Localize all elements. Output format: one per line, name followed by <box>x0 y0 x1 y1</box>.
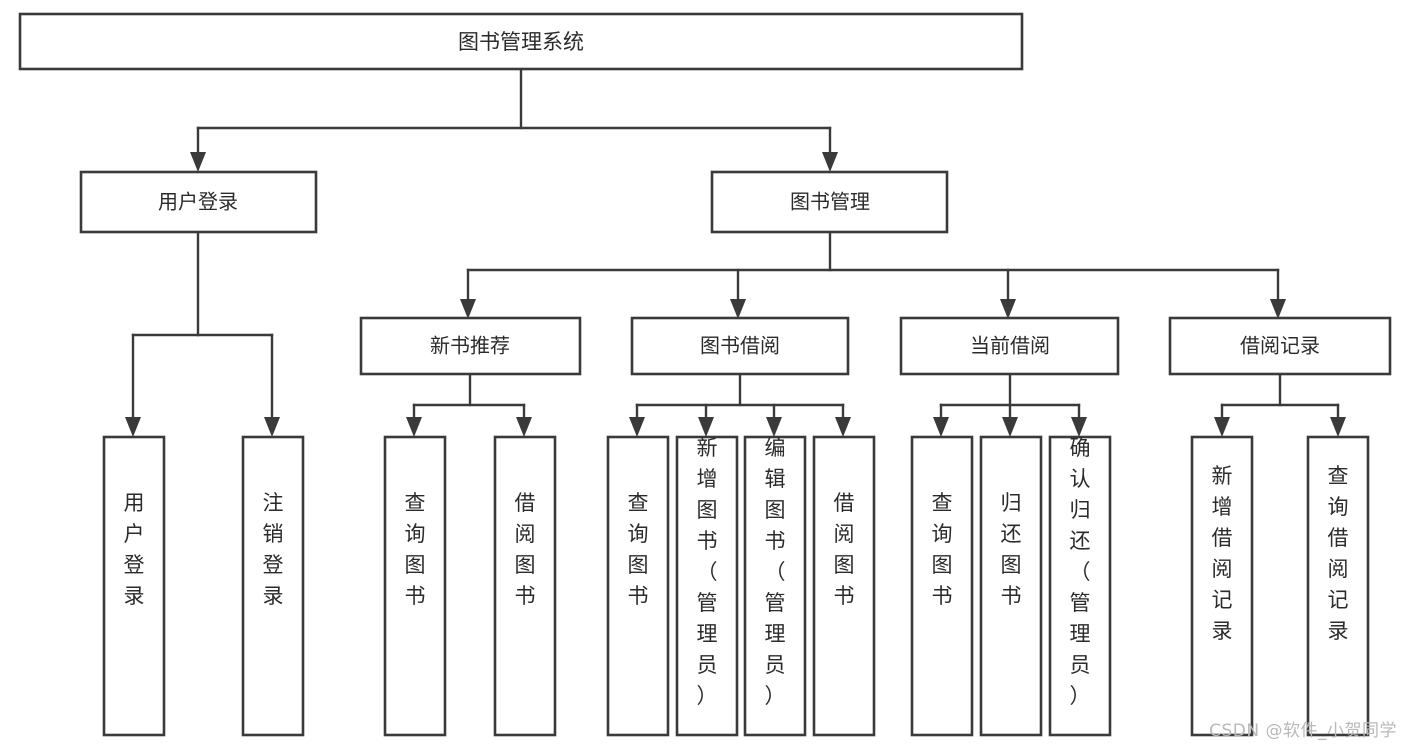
connector-group-book-borrow <box>629 372 851 437</box>
arrow-head-cb-leaf-1 <box>933 417 949 437</box>
leaf-node[interactable]: 确认归还（管理员） <box>1048 435 1112 737</box>
node-book-borrow-box[interactable] <box>630 316 850 376</box>
node-book-borrow[interactable]: 图书借阅 <box>630 316 850 376</box>
node-root-box[interactable] <box>18 12 1024 71</box>
node-user-login-label: 用户登录 <box>158 190 238 214</box>
connector-group-new-book <box>406 372 532 437</box>
node-current-borrow[interactable]: 当前借阅 <box>899 316 1120 376</box>
arrow-head-new-book <box>460 299 476 319</box>
node-new-book-recommend-label: 新书推荐 <box>430 334 510 358</box>
leaf-node[interactable]: 借阅图书 <box>493 435 557 737</box>
arrow-head-bb-leaf-2 <box>698 417 714 437</box>
arrow-head-user-login <box>190 152 206 172</box>
leaf-bb-query-book-label: 查询图书 <box>628 491 649 608</box>
csdn-watermark: CSDN @软件_小贺同学 <box>1209 721 1397 741</box>
node-user-login-box[interactable] <box>79 170 318 234</box>
leaf-cb-return-book-label: 归还图书 <box>1001 491 1022 608</box>
leaf-node[interactable]: 用户登录 <box>102 435 166 737</box>
leaf-br-query-record-box[interactable] <box>1306 435 1370 737</box>
node-book-management[interactable]: 图书管理 <box>710 170 949 234</box>
leaf-node[interactable]: 查询借阅记录 <box>1306 435 1370 737</box>
leaf-br-add-record-box[interactable] <box>1190 435 1254 737</box>
leaf-cb-confirm-return-label: 确认归还（管理员） <box>1070 436 1091 708</box>
leaf-bb-borrow-book-box[interactable] <box>812 435 876 737</box>
arrow-head-bb-leaf-1 <box>629 417 645 437</box>
leaf-node[interactable]: 查询图书 <box>910 435 974 737</box>
arrow-head-leaf-user-login <box>125 417 141 437</box>
connector-group-borrow-record <box>1214 372 1346 437</box>
node-borrow-record[interactable]: 借阅记录 <box>1168 316 1392 376</box>
leaf-bb-edit-book-box[interactable] <box>743 435 807 737</box>
leaf-node[interactable]: 查询图书 <box>606 435 670 737</box>
node-book-management-label: 图书管理 <box>790 190 870 214</box>
node-new-book-recommend-box[interactable] <box>359 316 582 376</box>
arrow-head-bb-leaf-3 <box>766 417 782 437</box>
arrow-head-br-leaf-1 <box>1214 417 1230 437</box>
leaf-node[interactable]: 归还图书 <box>979 435 1043 737</box>
node-borrow-record-box[interactable] <box>1168 316 1392 376</box>
node-book-borrow-label: 图书借阅 <box>700 334 780 358</box>
leaf-bb-query-book-box[interactable] <box>606 435 670 737</box>
arrow-head-cb-leaf-3 <box>1071 417 1087 437</box>
leaf-bb-add-book-label: 新增图书（管理员） <box>697 436 718 708</box>
leaf-user-login-box[interactable] <box>102 435 166 737</box>
node-user-login[interactable]: 用户登录 <box>79 170 318 234</box>
leaf-node[interactable]: 借阅图书 <box>812 435 876 737</box>
arrow-head-current-borrow <box>1000 299 1016 319</box>
node-new-book-recommend[interactable]: 新书推荐 <box>359 316 582 376</box>
leaf-logout-label: 注销登录 <box>263 491 284 608</box>
leaf-nb-query-book-box[interactable] <box>383 435 447 737</box>
node-borrow-record-label: 借阅记录 <box>1240 334 1320 358</box>
leaf-br-add-record-label: 新增借阅记录 <box>1212 464 1233 643</box>
leaf-bb-borrow-book-label: 借阅图书 <box>834 491 855 608</box>
leaf-nb-borrow-book-box[interactable] <box>493 435 557 737</box>
connector-group-current-borrow <box>933 372 1087 437</box>
leaf-cb-confirm-return-box[interactable] <box>1048 435 1112 737</box>
node-root-system[interactable]: 图书管理系统 <box>18 12 1024 71</box>
connector-group-user-login <box>125 230 280 437</box>
arrow-head-bb-leaf-4 <box>835 417 851 437</box>
arrow-head-br-leaf-2 <box>1330 417 1346 437</box>
leaf-node[interactable]: 查询图书 <box>383 435 447 737</box>
leaf-node[interactable]: 新增借阅记录 <box>1190 435 1254 737</box>
arrow-head-nb-leaf-2 <box>516 417 532 437</box>
arrow-head-nb-leaf-1 <box>406 417 422 437</box>
node-book-management-box[interactable] <box>710 170 949 234</box>
leaf-cb-query-book-label: 查询图书 <box>932 491 953 608</box>
leaf-node[interactable]: 注销登录 <box>241 435 305 737</box>
leaf-node[interactable]: 编辑图书（管理员） <box>743 435 807 737</box>
leaf-logout-box[interactable] <box>241 435 305 737</box>
leaf-cb-query-book-box[interactable] <box>910 435 974 737</box>
leaf-bb-add-book-box[interactable] <box>675 435 739 737</box>
arrow-head-book-borrow <box>730 299 746 319</box>
node-root-label: 图书管理系统 <box>458 30 584 54</box>
connector-group-root <box>190 67 838 172</box>
leaf-nb-borrow-book-label: 借阅图书 <box>515 491 536 608</box>
arrow-head-book-mgmt <box>822 152 838 172</box>
leaf-br-query-record-label: 查询借阅记录 <box>1328 464 1349 643</box>
connector-group-book-mgmt <box>460 230 1286 319</box>
leaf-cb-return-book-box[interactable] <box>979 435 1043 737</box>
arrow-head-cb-leaf-2 <box>1002 417 1018 437</box>
leaf-user-login-label: 用户登录 <box>124 491 145 608</box>
node-current-borrow-label: 当前借阅 <box>970 334 1050 358</box>
arrow-head-borrow-record <box>1270 299 1286 319</box>
node-current-borrow-box[interactable] <box>899 316 1120 376</box>
leaf-nb-query-book-label: 查询图书 <box>405 491 426 608</box>
arrow-head-leaf-logout <box>264 417 280 437</box>
leaf-bb-edit-book-label: 编辑图书（管理员） <box>765 436 786 708</box>
leaf-node[interactable]: 新增图书（管理员） <box>675 435 739 737</box>
